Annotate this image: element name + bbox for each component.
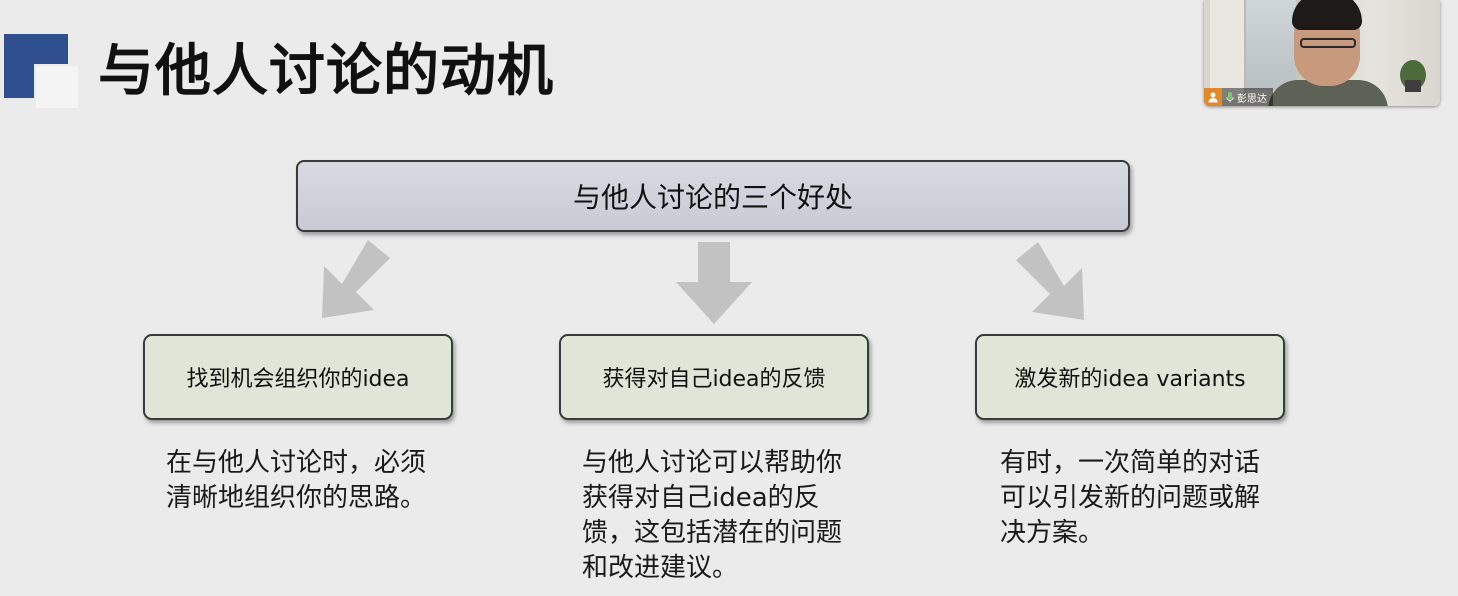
title-logo-front-square bbox=[36, 66, 78, 108]
participant-name: 彭思达 bbox=[1237, 93, 1267, 105]
arrow-down-icon bbox=[676, 242, 752, 324]
arrow-down-right-icon bbox=[1016, 242, 1084, 320]
item-box-idea-variants: 激发新的idea variants bbox=[975, 334, 1285, 420]
item-heading: 获得对自己idea的反馈 bbox=[602, 367, 826, 392]
participant-name-bar: 彭思达 bbox=[1204, 88, 1273, 106]
participant-glasses bbox=[1300, 38, 1356, 48]
summary-box: 与他人讨论的三个好处 bbox=[296, 160, 1130, 232]
item-box-get-feedback: 获得对自己idea的反馈 bbox=[559, 334, 869, 420]
participant-hair bbox=[1292, 0, 1362, 30]
item-description: 与他人讨论可以帮助你获得对自己idea的反馈，这包括潜在的问题和改进建议。 bbox=[582, 448, 843, 583]
item-heading: 找到机会组织你的idea bbox=[186, 367, 410, 392]
item-heading: 激发新的idea variants bbox=[1014, 367, 1246, 392]
summary-box-label: 与他人讨论的三个好处 bbox=[572, 181, 853, 214]
item-description: 有时，一次简单的对话可以引发新的问题或解决方案。 bbox=[1000, 448, 1261, 548]
arrow-down-left-icon bbox=[322, 240, 390, 318]
item-description: 在与他人讨论时，必须清晰地组织你的思路。 bbox=[166, 448, 427, 513]
user-avatar-icon bbox=[1204, 88, 1222, 106]
microphone-icon bbox=[1226, 91, 1234, 102]
slide-title: 与他人讨论的动机 bbox=[98, 39, 554, 104]
video-background-window bbox=[1246, 0, 1296, 90]
video-thumbnail[interactable]: 彭思达 bbox=[1204, 0, 1440, 106]
video-background-shelf bbox=[1210, 0, 1246, 100]
item-box-organize-idea: 找到机会组织你的idea bbox=[143, 334, 453, 420]
video-background-pot bbox=[1405, 80, 1421, 92]
